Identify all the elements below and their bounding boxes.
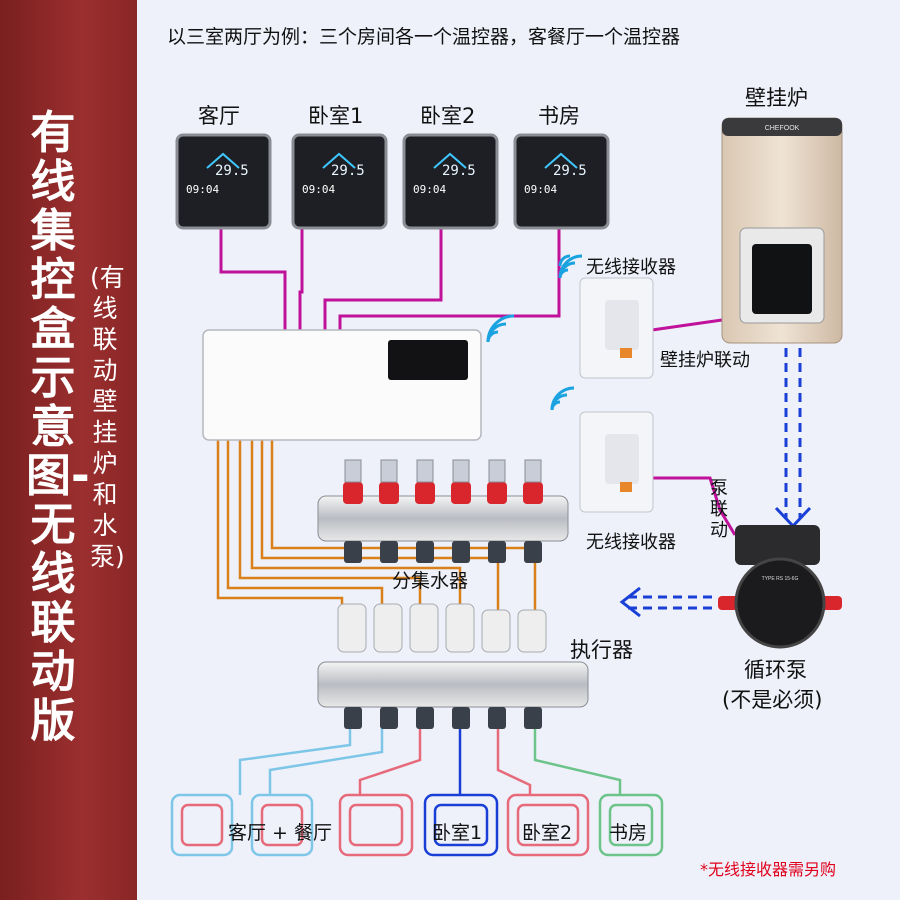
manifold-label: 分集水器: [392, 570, 469, 592]
thermostat-time: 09:04: [413, 183, 447, 196]
sidebar-banner: 有线集控盒示意图-无线联动版 (有线联动壁挂炉和水泵): [0, 0, 137, 900]
actuators: [337, 603, 547, 653]
wall-hung-boiler: CHEFOOK: [721, 117, 843, 344]
zone-label: 卧室2: [522, 822, 573, 844]
pump-link-label: 泵联动: [710, 478, 728, 541]
wireless-receiver-boiler: [579, 277, 654, 379]
thermostat-room-label: 书房: [538, 104, 580, 128]
thermostat-bedroom-2: [402, 133, 499, 230]
diagram-subtitle: (有线联动壁挂炉和水泵): [90, 263, 125, 571]
diagram-title: 有线集控盒示意图-无线联动版: [26, 106, 90, 747]
pump-model: TYPE RS 15-6G: [762, 576, 799, 582]
wired-control-box: [202, 329, 482, 441]
thermostat-living-room: [175, 133, 272, 230]
boiler-brand: CHEFOOK: [765, 125, 800, 132]
boiler-label: 壁挂炉: [745, 86, 808, 110]
thermostat-time: 09:04: [524, 183, 558, 196]
thermostat-room-label: 卧室2: [420, 104, 476, 128]
floor-heating-loops: [170, 712, 664, 857]
zone-label: 书房: [609, 822, 648, 844]
thermostat-time: 09:04: [186, 183, 220, 196]
zone-label: 客厅 + 餐厅: [228, 822, 332, 844]
thermostat-temp: 29.5: [215, 163, 249, 179]
receiver-label: 无线接收器: [586, 257, 676, 278]
footnote: *无线接收器需另购: [700, 860, 837, 879]
thermostat-temp: 29.5: [442, 163, 476, 179]
thermostat-temp: 29.5: [331, 163, 365, 179]
pump-label: 循环泵: [744, 658, 807, 682]
thermostat-study: [513, 133, 610, 230]
thermostat-temp: 29.5: [553, 163, 587, 179]
thermostat-bedroom-1: [291, 133, 388, 230]
zone-label: 卧室1: [432, 822, 483, 844]
wireless-receiver-pump: [579, 411, 654, 513]
boiler-link-label: 壁挂炉联动: [660, 350, 750, 371]
thermostat-time: 09:04: [302, 183, 336, 196]
pump-note: (不是必须): [722, 688, 823, 712]
thermostat-room-label: 卧室1: [308, 104, 364, 128]
circulation-pump: TYPE RS 15-6G: [718, 525, 842, 649]
actuator-label: 执行器: [570, 638, 633, 662]
water-manifold: [317, 459, 589, 729]
diagram-caption: 以三室两厅为例：三个房间各一个温控器，客餐厅一个温控器: [167, 26, 681, 48]
wifi-icon: [486, 254, 583, 411]
receiver-label: 无线接收器: [586, 532, 676, 553]
thermostat-room-label: 客厅: [198, 104, 240, 128]
